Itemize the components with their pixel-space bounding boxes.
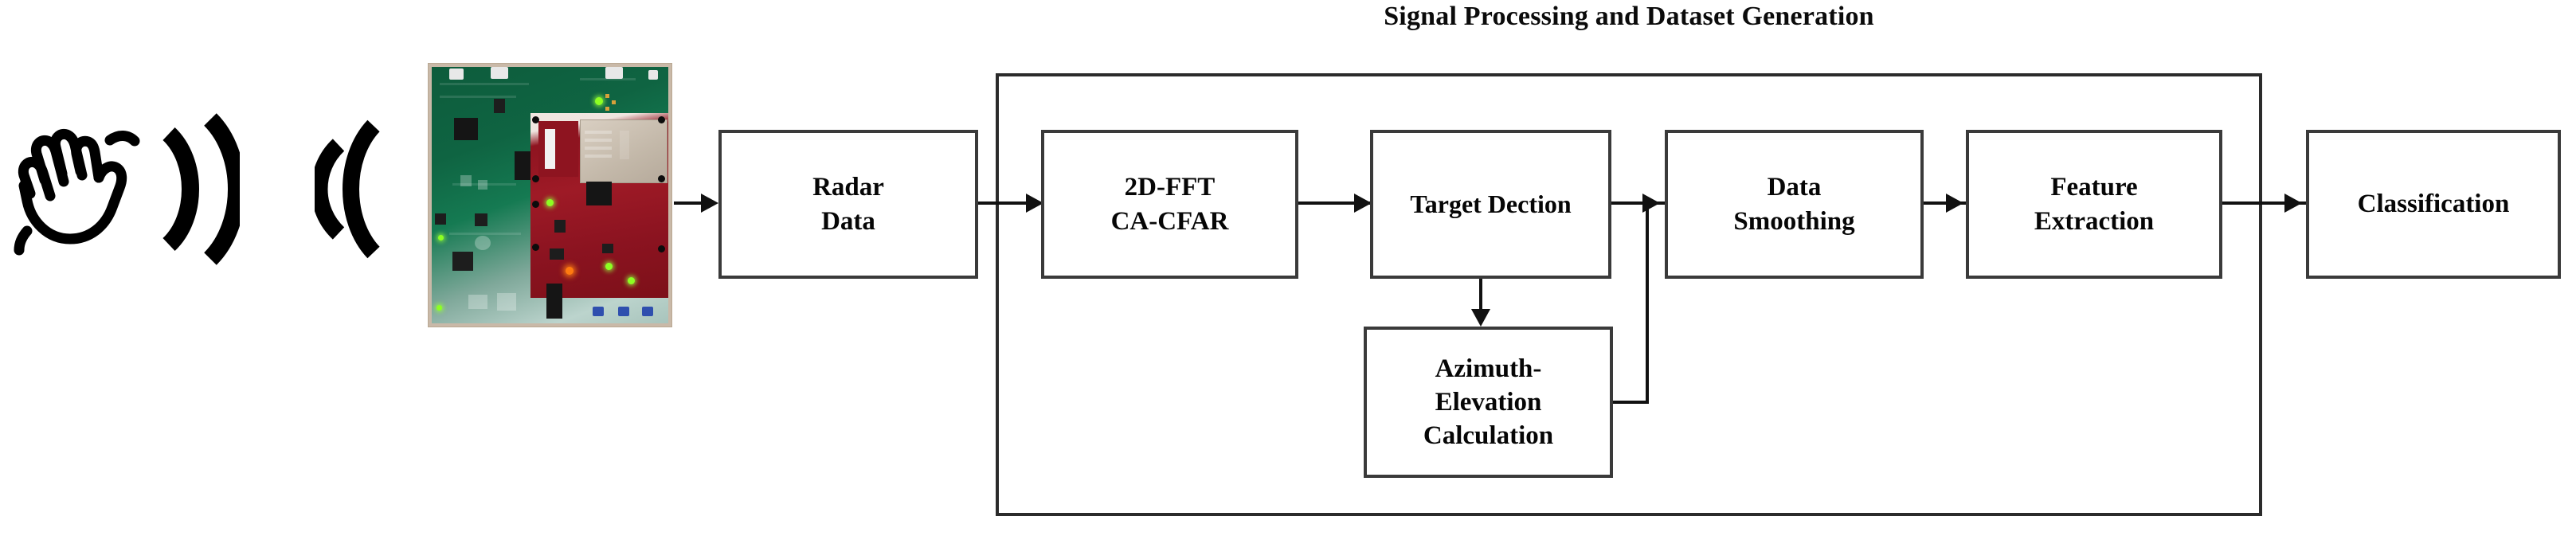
arrowhead-to-feature-extraction — [1946, 194, 1963, 213]
arrowhead-to-target-detection — [1354, 194, 1372, 213]
box-azimuth-elevation-calculation[interactable]: Azimuth- Elevation Calculation — [1364, 327, 1613, 478]
feedback-line-horizontal — [1613, 401, 1649, 404]
connector-board-to-radar-data — [674, 201, 711, 205]
connector-radar-data-to-fft — [978, 201, 1043, 205]
arrowhead-to-radar-data — [701, 194, 718, 213]
box-feature-extraction[interactable]: Feature Extraction — [1966, 130, 2222, 279]
arrowhead-to-azimuth — [1471, 309, 1490, 327]
signal-processing-group-container — [996, 73, 2262, 516]
box-target-detection[interactable]: Target Dection — [1370, 130, 1611, 279]
box-2d-fft-ca-cfar[interactable]: 2D-FFT CA-CFAR — [1041, 130, 1298, 279]
radio-wave-right-icon — [156, 112, 245, 267]
waving-hand-icon — [6, 118, 154, 257]
arrowhead-to-fft — [1026, 194, 1043, 213]
radio-wave-left-icon — [311, 119, 382, 259]
box-classification[interactable]: Classification — [2306, 130, 2561, 279]
radar-sensor-board-photo — [429, 64, 671, 327]
feedback-line-vertical — [1646, 201, 1649, 404]
box-radar-data[interactable]: Radar Data — [718, 130, 978, 279]
box-data-smoothing[interactable]: Data Smoothing — [1665, 130, 1924, 279]
connector-fft-to-target-detection — [1298, 201, 1372, 205]
connector-target-detection-to-azimuth — [1479, 279, 1482, 312]
connector-target-detection-to-data-smoothing — [1611, 201, 1667, 205]
connector-feature-extraction-to-classification — [2222, 201, 2308, 205]
arrowhead-to-classification — [2284, 194, 2302, 213]
page-title: Signal Processing and Dataset Generation — [1384, 2, 1874, 31]
